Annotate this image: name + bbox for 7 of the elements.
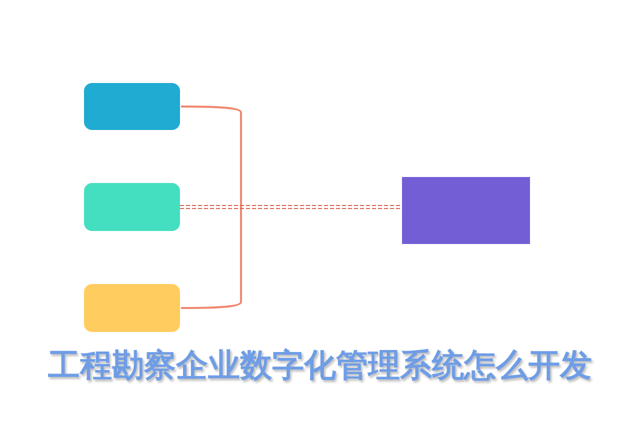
- title: 工程勘察企业数字化管理系统怎么开发: [47, 345, 593, 386]
- dashed-connector: [180, 205, 402, 209]
- process-box: [84, 183, 180, 231]
- process-box: [84, 83, 180, 130]
- bracket-line: [181, 106, 242, 309]
- process-box: [402, 177, 530, 244]
- process-box: [84, 284, 180, 332]
